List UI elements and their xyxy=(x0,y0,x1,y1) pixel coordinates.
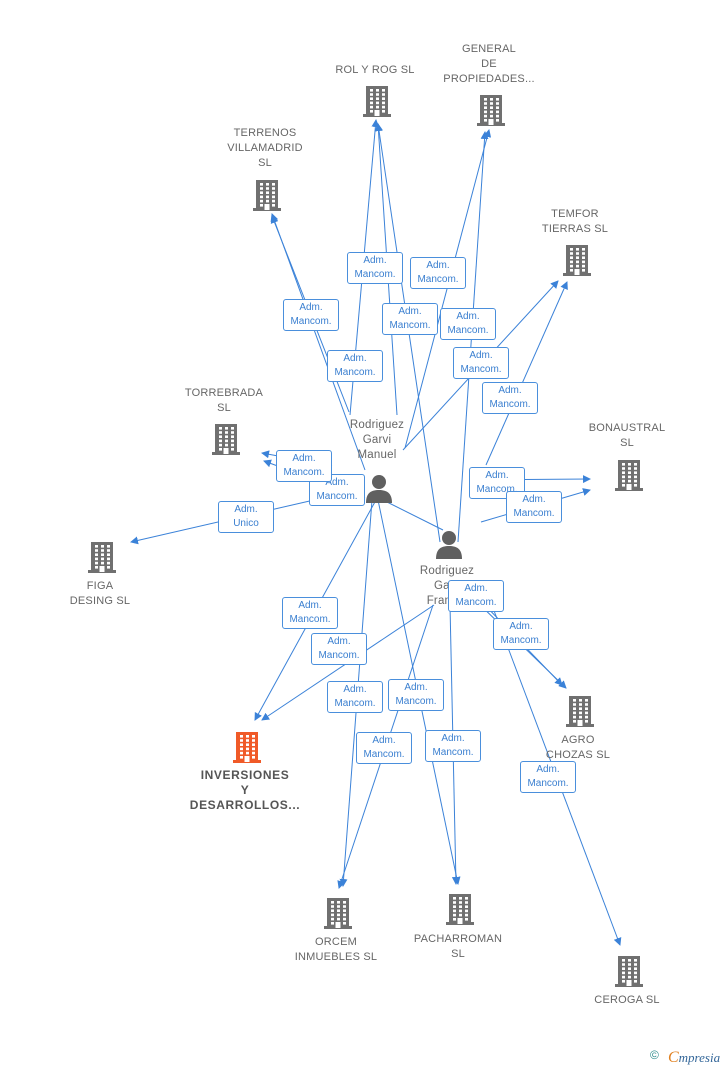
company-label-temfor[interactable]: TEMFOR TIERRAS SL xyxy=(541,208,609,235)
company-label-torrebrada[interactable]: TORREBRADA SL xyxy=(184,387,264,414)
edge-label-5[interactable]: Adm. Mancom. xyxy=(440,308,496,340)
person-label-manuel[interactable]: Rodriguez Garvi Manuel xyxy=(349,419,405,461)
company-label-ceroga[interactable]: CEROGA SL xyxy=(594,994,660,1006)
company-icon-orcem[interactable] xyxy=(323,896,353,935)
edge-label-15[interactable]: Adm. Mancom. xyxy=(282,597,338,629)
edge-label-1[interactable]: Adm. Mancom. xyxy=(347,252,403,284)
company-label-pacharroman[interactable]: PACHARROMAN SL xyxy=(413,933,503,960)
edge-label-18[interactable]: Adm. Mancom. xyxy=(327,681,383,713)
company-label-figa[interactable]: FIGA DESING SL xyxy=(69,580,131,607)
company-icon-bonaustral[interactable] xyxy=(614,458,644,497)
company-icon-figa[interactable] xyxy=(87,540,117,579)
company-icon-inversiones[interactable] xyxy=(232,730,262,769)
company-icon-pacharroman[interactable] xyxy=(445,892,475,931)
brand-logo[interactable]: Cmpresia xyxy=(668,1049,720,1067)
company-icon-ceroga[interactable] xyxy=(614,954,644,993)
edge-line-24 xyxy=(382,499,444,531)
edge-label-17[interactable]: Adm. Mancom. xyxy=(311,633,367,665)
brand-first-letter: C xyxy=(668,1049,679,1066)
company-icon-general[interactable] xyxy=(476,93,506,132)
person-icon-francisco[interactable] xyxy=(435,530,463,565)
edge-label-12[interactable]: Adm. Unico xyxy=(218,501,274,533)
company-label-orcem[interactable]: ORCEM INMUEBLES SL xyxy=(294,936,378,963)
edge-line-6 xyxy=(270,213,366,471)
company-icon-agro[interactable] xyxy=(565,694,595,733)
edge-label-7[interactable]: Adm. Mancom. xyxy=(453,347,509,379)
brand-rest: mpresia xyxy=(678,1050,721,1065)
company-label-agro[interactable]: AGRO CHOZAS SL xyxy=(545,734,611,761)
edge-label-21[interactable]: Adm. Mancom. xyxy=(425,730,481,762)
edge-label-6[interactable]: Adm. Mancom. xyxy=(327,350,383,382)
company-label-general[interactable]: GENERAL DE PROPIEDADES... xyxy=(443,43,535,85)
edge-line-3 xyxy=(404,129,492,449)
edge-label-16[interactable]: Adm. Mancom. xyxy=(493,618,549,650)
edge-label-2[interactable]: Adm. Mancom. xyxy=(410,257,466,289)
company-label-rol[interactable]: ROL Y ROG SL xyxy=(335,64,415,76)
company-icon-temfor[interactable] xyxy=(562,243,592,282)
edge-label-22[interactable]: Adm. Mancom. xyxy=(520,761,576,793)
person-icon-manuel[interactable] xyxy=(365,474,393,509)
edge-line-8 xyxy=(485,281,568,466)
company-label-terrenos[interactable]: TERRENOS VILLAMADRID SL xyxy=(227,127,303,169)
edge-label-3[interactable]: Adm. Mancom. xyxy=(283,299,339,331)
edge-label-10[interactable]: Adm. Mancom. xyxy=(276,450,332,482)
edge-label-19[interactable]: Adm. Mancom. xyxy=(388,679,444,711)
edge-label-14[interactable]: Adm. Mancom. xyxy=(448,580,504,612)
company-icon-torrebrada[interactable] xyxy=(211,422,241,461)
edge-label-13[interactable]: Adm. Mancom. xyxy=(506,491,562,523)
edge-label-20[interactable]: Adm. Mancom. xyxy=(356,732,412,764)
company-icon-terrenos[interactable] xyxy=(252,178,282,217)
edge-label-4[interactable]: Adm. Mancom. xyxy=(382,303,438,335)
edge-label-8[interactable]: Adm. Mancom. xyxy=(482,382,538,414)
company-label-inversiones[interactable]: INVERSIONES Y DESARROLLOS... xyxy=(189,768,301,812)
company-label-bonaustral[interactable]: BONAUSTRAL SL xyxy=(588,422,666,449)
company-icon-rol[interactable] xyxy=(362,84,392,123)
copyright-icon: © xyxy=(650,1048,659,1062)
